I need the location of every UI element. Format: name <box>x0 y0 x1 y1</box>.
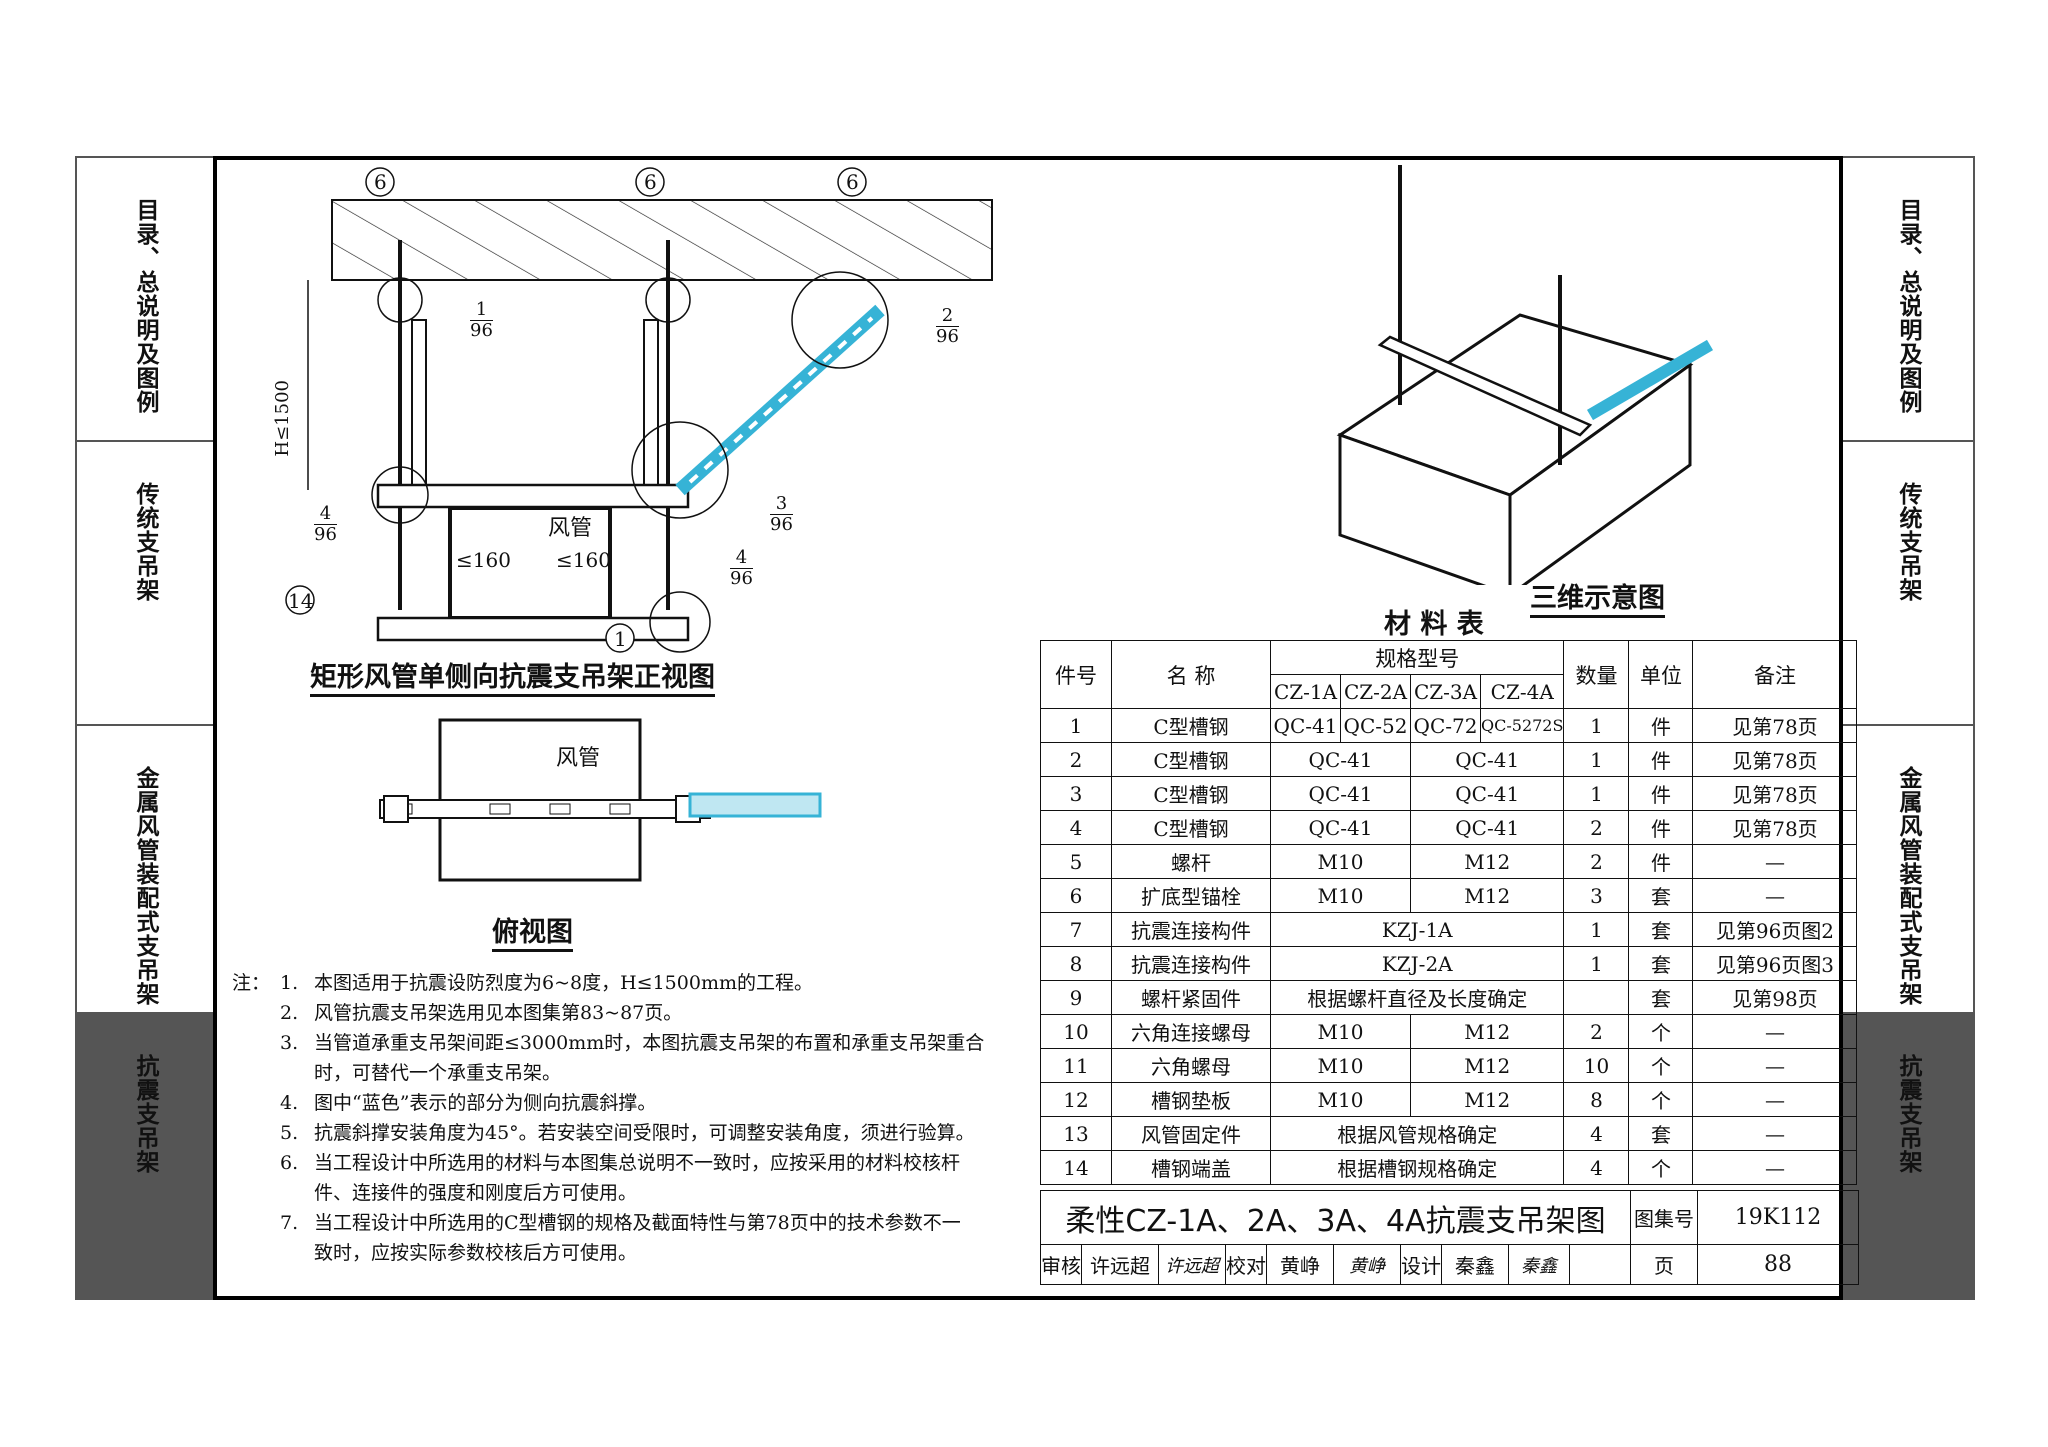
iso-view-drawing <box>1336 165 1714 585</box>
tab-left-catalog[interactable]: 目录、总说明及图例 <box>75 156 215 442</box>
height-dimension: H≤1500 <box>272 380 293 457</box>
top-view-drawing <box>379 718 822 882</box>
tab-right-metal-duct[interactable]: 金属风管装配式支吊架 <box>1841 724 1975 1014</box>
material-table-title: 材 料 表 <box>1384 609 1484 640</box>
marker-14: 14 <box>288 589 314 613</box>
header-spec: 规格型号 <box>1269 640 1565 675</box>
title-block: 柔性CZ-1A、2A、3A、4A抗震支吊架图 图集号 19K112 审核 许远超… <box>1040 1190 1859 1285</box>
duct-label: 风管 <box>548 516 593 541</box>
tab-right-seismic[interactable]: 抗震支吊架 <box>1841 1012 1975 1300</box>
tab-right-catalog[interactable]: 目录、总说明及图例 <box>1841 156 1975 442</box>
marker-6-mid: 6 <box>644 170 657 194</box>
header-spec-col: CZ-3A <box>1410 674 1481 709</box>
marker-6-right: 6 <box>846 170 859 194</box>
header-remark: 备注 <box>1692 640 1858 709</box>
header-spec-col: CZ-2A <box>1340 674 1411 709</box>
notes: 注：1.本图适用于抗震设防烈度为6~8度，H≤1500mm的工程。 2.风管抗震… <box>232 972 985 1264</box>
header-spec-col: CZ-1A <box>1270 674 1341 709</box>
top-view-title: 俯视图 <box>492 910 573 952</box>
header-spec-col: CZ-4A <box>1479 674 1565 709</box>
atlas-label: 图集号 <box>1630 1190 1698 1245</box>
lower-channel <box>376 616 690 642</box>
header-no: 件号 <box>1040 640 1112 709</box>
tab-left-metal-duct[interactable]: 金属风管装配式支吊架 <box>75 724 215 1014</box>
concrete-slab <box>331 199 993 281</box>
material-table: 件号 名 称 规格型号 数量 单位 备注 CZ-1A CZ-2A CZ-3A C… <box>1040 640 1858 1185</box>
drawing-title: 柔性CZ-1A、2A、3A、4A抗震支吊架图 <box>1040 1190 1631 1245</box>
header-name: 名 称 <box>1111 640 1271 709</box>
reviewer-signature: 许远超 <box>1158 1244 1226 1285</box>
tab-left-seismic[interactable]: 抗震支吊架 <box>75 1012 215 1300</box>
marker-1-bottom: 1 <box>614 627 627 651</box>
reviewer: 许远超 <box>1081 1244 1159 1285</box>
marker-6-left: 6 <box>374 170 387 194</box>
atlas-number: 19K112 <box>1697 1190 1859 1245</box>
page-number: 88 <box>1697 1244 1859 1285</box>
top-view-duct-label: 风管 <box>556 746 601 771</box>
checker: 黄峥 <box>1266 1244 1334 1285</box>
header-qty: 数量 <box>1563 640 1630 709</box>
duct-section <box>448 506 612 620</box>
tab-left-traditional[interactable]: 传统支吊架 <box>75 440 215 726</box>
designer-signature: 秦鑫 <box>1508 1244 1570 1285</box>
header-unit: 单位 <box>1628 640 1694 709</box>
tab-right-traditional[interactable]: 传统支吊架 <box>1841 440 1975 726</box>
front-view-title: 矩形风管单侧向抗震支吊架正视图 <box>310 655 715 697</box>
dim-right: ≤160 <box>556 548 611 572</box>
dim-left: ≤160 <box>456 548 511 572</box>
iso-view-title: 三维示意图 <box>1530 576 1665 618</box>
front-view-drawing <box>285 167 993 653</box>
designer: 秦鑫 <box>1441 1244 1509 1285</box>
upper-channel <box>376 483 690 509</box>
checker-signature: 黄峥 <box>1333 1244 1401 1285</box>
